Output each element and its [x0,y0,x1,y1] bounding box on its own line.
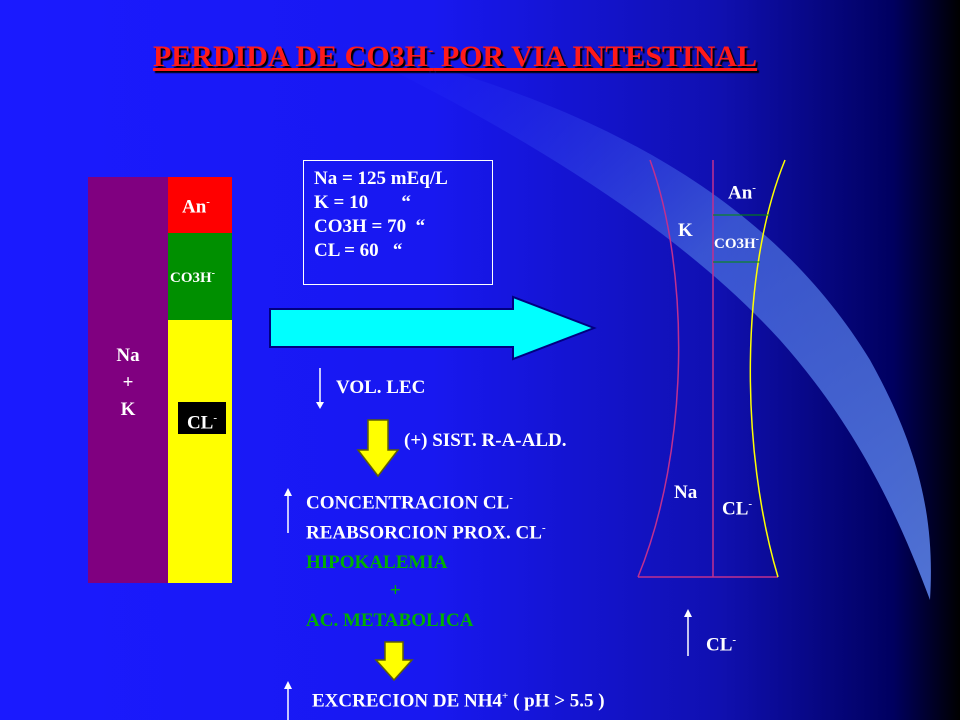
values-box: Na = 125 mEq/L K = 10 “ CO3H = 70 “ CL =… [303,160,493,285]
right-column-outline [637,159,786,578]
chloride-segment [168,320,232,583]
anion-segment [168,177,232,233]
concentracion-label: CONCENTRACION CL- [306,492,513,514]
main-right-arrow [269,295,597,361]
bicarbonate-label: CO3H- [170,268,216,286]
up-arrow-icon [284,681,292,720]
chloride-label: CL- [178,402,226,434]
page-title: PERDIDA DE CO3H- POR VIA INTESTINAL [152,40,758,73]
acidosis-label: AC. METABOLICA [306,610,474,631]
bottom-chloride-label: CL- [706,634,737,656]
right-chloride-label: CL- [722,498,753,520]
sist-label: (+) SIST. R-A-ALD. [404,430,567,451]
right-bicarbonate-label: CO3H- [714,234,760,252]
na-k-segment [88,177,168,583]
up-arrow-icon [284,488,292,533]
yellow-down-arrow-1 [356,419,400,478]
reabsorcion-label: REABSORCION PROX. CL- [306,522,546,544]
right-anion-label: An- [728,182,756,204]
right-na-label: Na [674,482,698,503]
na-k-label: Na + K [116,345,140,420]
vol-lec-label: VOL. LEC [336,377,426,398]
hipokalemia-label: HIPOKALEMIA [306,552,448,573]
yellow-down-arrow-2 [374,641,414,682]
right-k-label: K [678,220,693,241]
down-arrow-icon [316,368,324,409]
bicarbonate-segment [168,233,232,320]
anion-label: An- [182,196,210,218]
plus-label: + [390,580,401,601]
excrecion-label: EXCRECION DE NH4+ ( pH > 5.5 ) [312,690,605,712]
up-arrow-icon [684,609,692,656]
